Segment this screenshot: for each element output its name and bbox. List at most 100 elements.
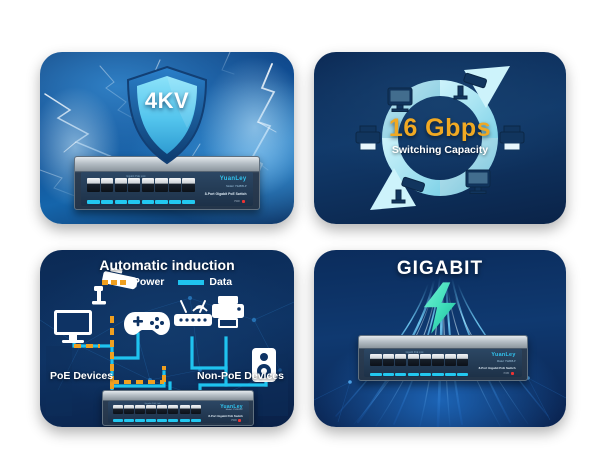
device-description: 8-Port Gigabit PoE Switch <box>208 414 243 419</box>
panel-title: GIGABIT <box>396 258 484 279</box>
switching-capacity-panel[interactable]: 16 Gbps Switching Capacity <box>314 52 566 224</box>
power-line-swatch <box>101 279 128 285</box>
port-led <box>157 419 168 422</box>
rj45-port[interactable] <box>141 178 154 192</box>
switch-caption: Gigabit PoE Link <box>405 351 424 355</box>
brand-logo: YuanLey <box>219 176 247 183</box>
lightning-bolt-icon <box>423 282 457 334</box>
model-label: Model: YS2805-P <box>226 184 247 188</box>
rj45-port[interactable] <box>168 404 179 414</box>
rj45-port[interactable] <box>179 404 190 414</box>
rj45-port[interactable] <box>100 178 114 192</box>
device-description: 8-Port Gigabit PoE Switch <box>478 365 516 370</box>
circular-arrows-icon <box>355 66 525 210</box>
surge-rating-label: 4KV <box>144 88 190 113</box>
automatic-induction-panel[interactable]: Automatic induction Power Data PoE Devic… <box>40 250 294 427</box>
data-line-swatch <box>178 279 205 285</box>
port-led <box>395 372 407 376</box>
switch-top-cover <box>359 336 527 348</box>
rj45-port[interactable] <box>128 178 141 192</box>
power-led <box>511 372 515 376</box>
brand-logo: YuanLey <box>220 403 243 410</box>
port-led-row <box>87 200 195 204</box>
port-led <box>100 200 114 204</box>
port-led-row <box>113 419 201 422</box>
rj45-port[interactable] <box>457 353 469 366</box>
rj45-port-row[interactable] <box>113 404 201 420</box>
switch-caption: Gigabit PoE Link <box>144 402 161 405</box>
port-led <box>179 419 190 422</box>
port-led <box>124 419 135 422</box>
switch-caption: Gigabit PoE Link <box>126 174 146 178</box>
power-indicator: PWR <box>225 418 242 422</box>
port-led <box>370 372 382 376</box>
port-led <box>135 419 146 422</box>
switch-front-panel: Gigabit PoE Link <box>364 348 522 378</box>
power-indicator: PWR <box>495 372 515 376</box>
panel-title: Automatic induction <box>99 257 235 273</box>
rj45-port[interactable] <box>419 353 432 366</box>
rj45-port[interactable] <box>113 404 124 414</box>
port-led <box>407 372 419 376</box>
rj45-port[interactable] <box>135 404 146 414</box>
rj45-port[interactable] <box>382 353 394 366</box>
gigabit-speed-panel[interactable]: GIGABIT Gigabit PoE Link <box>314 250 566 427</box>
model-label: Model: YS2805-P <box>225 409 243 412</box>
rj45-port[interactable] <box>190 404 201 414</box>
legend-label: Power <box>132 276 165 288</box>
rj45-port[interactable] <box>87 178 100 192</box>
brand-logo: YuanLey <box>491 352 516 359</box>
rj45-port[interactable] <box>168 178 182 192</box>
port-led <box>155 200 168 204</box>
rj45-port[interactable] <box>370 353 382 366</box>
shield-icon <box>121 64 213 168</box>
network-switch-device[interactable]: Gigabit PoE Link <box>358 335 528 381</box>
port-led <box>113 419 124 422</box>
network-switch-device[interactable]: Gigabit PoE Link <box>102 390 254 426</box>
surge-protection-panel[interactable]: 4KV Gigabit PoE Link <box>40 52 294 224</box>
device-description: 8-Port Gigabit PoE Switch <box>204 192 247 197</box>
port-led <box>419 372 432 376</box>
port-led <box>182 200 195 204</box>
port-led <box>114 200 127 204</box>
capacity-headline: 16 Gbps <box>388 114 492 142</box>
rj45-port[interactable] <box>444 353 456 366</box>
rj45-port[interactable] <box>182 178 195 192</box>
port-led <box>87 200 100 204</box>
rj45-port[interactable] <box>146 404 157 414</box>
power-led <box>238 418 242 422</box>
rj45-port[interactable] <box>407 353 419 366</box>
switch-front-panel: Gigabit PoE Link <box>107 400 249 423</box>
port-led <box>444 372 456 376</box>
rj45-port[interactable] <box>432 353 444 366</box>
power-label: PWR <box>234 200 240 204</box>
switch-top-cover <box>103 391 253 401</box>
rj45-port[interactable] <box>395 353 407 366</box>
legend-label: Data <box>209 276 233 288</box>
power-led <box>241 200 245 204</box>
port-led <box>168 200 182 204</box>
non-poe-devices-label: Non-PoE Devices <box>197 370 284 382</box>
model-label: Model: YS2805-P <box>496 359 516 363</box>
port-led <box>141 200 154 204</box>
port-led <box>128 200 141 204</box>
switch-front-panel: Gigabit PoE Link <box>80 172 254 206</box>
port-led <box>146 419 157 422</box>
rj45-port[interactable] <box>124 404 135 414</box>
port-led <box>382 372 394 376</box>
legend-item-data: Data <box>178 276 232 288</box>
port-led <box>168 419 179 422</box>
rj45-port-row[interactable] <box>87 178 195 200</box>
port-led <box>190 419 201 422</box>
power-label: PWR <box>231 418 237 422</box>
rj45-port-row[interactable] <box>370 353 469 373</box>
port-led-row <box>370 372 469 376</box>
port-led <box>457 372 469 376</box>
rj45-port[interactable] <box>157 404 168 414</box>
legend: Power Data <box>40 276 294 288</box>
rj45-port[interactable] <box>155 178 168 192</box>
power-label: PWR <box>503 372 510 376</box>
rj45-port[interactable] <box>114 178 127 192</box>
poe-devices-label: PoE Devices <box>50 370 114 382</box>
